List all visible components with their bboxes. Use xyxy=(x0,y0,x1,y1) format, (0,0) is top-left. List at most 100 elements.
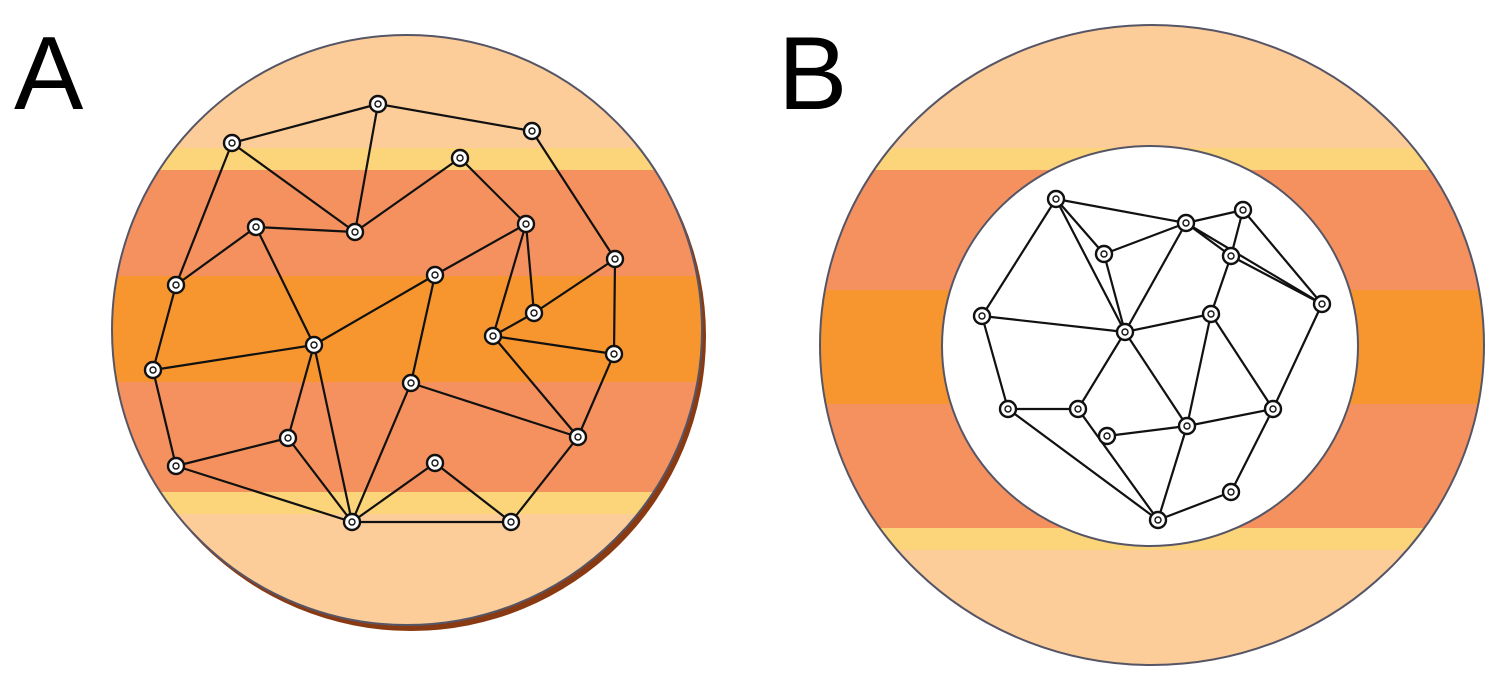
node-icon xyxy=(342,512,362,532)
ring-b-outer-outline xyxy=(819,24,1485,666)
network-b-edge xyxy=(1272,303,1323,410)
network-b-edge xyxy=(1242,209,1323,305)
network-a-edge xyxy=(492,334,615,356)
node-icon xyxy=(1263,399,1283,419)
node-icon xyxy=(1115,322,1135,342)
node-icon xyxy=(524,303,544,323)
node-icon xyxy=(1094,244,1114,264)
network-b-edge xyxy=(1124,312,1212,334)
node-icon xyxy=(501,512,521,532)
network-a-edge xyxy=(377,102,533,133)
network-a-edge xyxy=(350,382,413,523)
band-yellow-bottom xyxy=(112,492,702,514)
network-b-edge xyxy=(1210,313,1274,410)
network-b-edge xyxy=(980,315,1010,410)
network-b-edge xyxy=(1124,331,1188,427)
network-b-edge xyxy=(1103,221,1187,256)
network-a-edge xyxy=(351,462,436,523)
node-icon xyxy=(166,456,186,476)
disc-a-outline xyxy=(111,34,703,626)
ring-b-core xyxy=(941,145,1359,547)
node-icon xyxy=(345,222,365,242)
network-a-edge xyxy=(409,274,437,384)
network-b-edge xyxy=(1077,408,1159,521)
node-icon xyxy=(604,344,624,364)
network-b-nodes xyxy=(972,189,1332,530)
network-a-edge xyxy=(410,381,579,439)
network-a-edge xyxy=(576,353,616,438)
network-a-edge xyxy=(612,258,617,355)
node-icon xyxy=(1221,246,1241,266)
network-b-edge xyxy=(1055,197,1187,225)
band-salmon-top xyxy=(112,170,702,276)
node-icon xyxy=(166,275,186,295)
panel-label-a: A xyxy=(14,16,84,132)
network-b-edge xyxy=(1102,253,1127,333)
node-icon xyxy=(998,399,1018,419)
network-a-edge xyxy=(255,225,356,234)
node-icon xyxy=(483,326,503,346)
network-a-edges xyxy=(151,102,617,524)
network-a-edge xyxy=(175,436,289,468)
network-a-edge xyxy=(175,226,257,286)
network-a-edge xyxy=(151,369,178,467)
node-icon xyxy=(450,148,470,168)
panel-label-b: B xyxy=(778,16,848,132)
network-b-edge xyxy=(1185,208,1244,225)
network-a-edge xyxy=(151,284,178,371)
network-b-edge xyxy=(1007,408,1159,521)
network-a-edge xyxy=(434,462,512,523)
network-b-edge xyxy=(981,198,1057,317)
network-a-edge xyxy=(510,436,579,523)
network-b-edge xyxy=(1185,313,1213,427)
node-icon xyxy=(568,427,588,447)
node-icon xyxy=(1176,213,1196,233)
network-a-edge xyxy=(312,344,354,523)
node-icon xyxy=(143,360,163,380)
network-a-edge xyxy=(491,223,528,337)
node-icon xyxy=(1312,294,1332,314)
node-icon xyxy=(304,335,324,355)
band-orange xyxy=(112,276,702,382)
network-a-edge xyxy=(174,142,234,286)
node-icon xyxy=(1068,399,1088,419)
node-icon xyxy=(222,133,242,153)
node-icon xyxy=(1097,426,1117,446)
network-b-edge xyxy=(1186,407,1274,428)
network-a-edge xyxy=(287,437,353,523)
network-a-edge xyxy=(152,343,315,372)
node-icon xyxy=(516,214,536,234)
network-a-edge xyxy=(492,335,579,438)
network-b-edge xyxy=(1055,198,1105,255)
node-icon xyxy=(1148,510,1168,530)
network-b-edge xyxy=(1209,255,1233,315)
network-a-edge xyxy=(434,223,527,276)
network-a-edge xyxy=(524,223,536,314)
node-icon xyxy=(1221,482,1241,502)
network-a-nodes xyxy=(143,94,625,532)
node-icon xyxy=(401,373,421,393)
network-a-edge xyxy=(459,157,527,225)
node-icon xyxy=(278,428,298,448)
network-b-edge xyxy=(1124,222,1187,333)
network-a-edge xyxy=(175,464,353,524)
node-icon xyxy=(972,306,992,326)
network-b-edge xyxy=(1106,424,1188,438)
network-a-edge xyxy=(255,226,315,346)
network-b-edge xyxy=(1185,222,1323,305)
network-a-edge xyxy=(354,157,461,233)
network-a-edge xyxy=(231,142,356,233)
network-b-edge xyxy=(1230,255,1323,305)
band-salmon-bottom xyxy=(112,382,702,492)
network-a-edge xyxy=(531,130,616,260)
network-b-edge xyxy=(1055,198,1126,333)
node-icon xyxy=(425,453,445,473)
node-icon xyxy=(605,249,625,269)
disc-a-bands xyxy=(112,35,702,625)
network-b-edge xyxy=(1157,490,1232,522)
network-b-edge xyxy=(1077,331,1126,410)
network-b-edges xyxy=(980,197,1323,522)
node-icon xyxy=(522,121,542,141)
network-a-edge xyxy=(313,274,436,346)
